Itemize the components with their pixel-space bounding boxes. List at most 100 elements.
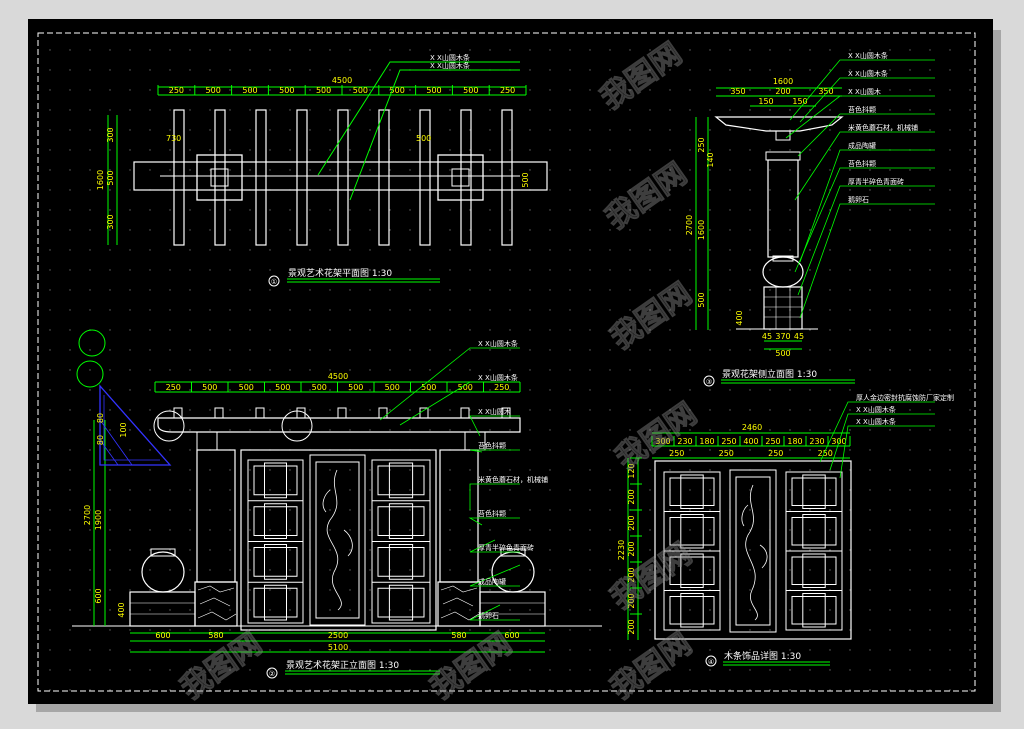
front-left-dim: 400 (117, 602, 126, 617)
dimension-label: 200 (627, 541, 636, 556)
triangle-dim: 100 (119, 422, 128, 437)
plan-slat (255, 109, 267, 246)
callout-label: X X山圆木 (478, 407, 511, 416)
front-bottom-dim: 580 (208, 631, 223, 640)
side-view-title: 景观花架侧立面图 1:30 (722, 368, 817, 380)
plan-slat (214, 109, 226, 246)
dimension-label: 500 (458, 383, 473, 392)
side-bottom-dim: 370 (775, 332, 790, 341)
dimension-label: 250 (768, 449, 783, 458)
plan-view-number: ① (271, 278, 277, 286)
plan-callout: X X山圆木条 (430, 53, 470, 62)
callout-label: 苔色抖颗 (478, 441, 506, 450)
plan-left-dim: 300 (106, 127, 115, 142)
dimension-label: 500 (239, 383, 254, 392)
side-left-dim: 400 (735, 310, 744, 325)
dimension-label: 500 (348, 383, 363, 392)
dimension-label: 200 (627, 619, 636, 634)
dimension-label: 250 (719, 449, 734, 458)
plan-inner-dim: 730 (166, 134, 181, 143)
plan-slat (378, 109, 390, 246)
dimension-label: 500 (421, 383, 436, 392)
front-left-dim: 600 (94, 588, 103, 603)
side-view: 1600 350 200 350 150 150 2700 250 140 16… (685, 51, 935, 387)
plan-slat (337, 109, 349, 246)
callout-label: 苔色抖颗 (848, 105, 876, 114)
dimension-label: 300 (655, 437, 670, 446)
plan-callout: X X山圆木条 (430, 61, 470, 70)
plan-slat (296, 109, 308, 246)
dimension-label: 180 (699, 437, 714, 446)
callout-label: X X山圆木条 (856, 417, 896, 426)
dimension-label: 500 (316, 86, 331, 95)
front-view-title: 景观艺术花架正立面图 1:30 (286, 659, 399, 671)
plan-right-dim: 500 (521, 172, 530, 187)
dimension-label: 500 (206, 86, 221, 95)
dimension-label: 400 (743, 437, 758, 446)
front-bottom-dim: 600 (504, 631, 519, 640)
plan-slat (501, 109, 513, 246)
front-left-dim: 1900 (94, 510, 103, 530)
callout-label: X X山圆木 (848, 87, 881, 96)
dimension-label: 250 (169, 86, 184, 95)
plan-slat (460, 109, 472, 246)
dimension-label: 250 (166, 383, 181, 392)
detail-view-number: ④ (708, 658, 714, 666)
dimension-label: 250 (669, 449, 684, 458)
detail-view-title: 木条饰品详图 1:30 (724, 650, 801, 662)
front-overall-dim: 4500 (328, 372, 348, 381)
dimension-label: 250 (721, 437, 736, 446)
callout-label: X X山圆木条 (856, 405, 896, 414)
dimension-label: 500 (279, 86, 294, 95)
front-bottom-dim: 580 (451, 631, 466, 640)
dimension-label: 500 (385, 383, 400, 392)
front-left-dim: 2700 (83, 505, 92, 525)
dimension-label: 500 (463, 86, 478, 95)
plan-left-dim: 500 (106, 170, 115, 185)
snap-grid (38, 33, 976, 691)
drawing-frame (37, 32, 976, 692)
callout-label: 鹅卵石 (478, 611, 499, 620)
callout-label: X X山圆木条 (478, 373, 518, 382)
dimension-label: 500 (426, 86, 441, 95)
side-top-dim2: 150 (792, 97, 807, 106)
side-bottom-dim: 45 (762, 332, 772, 341)
slat-end (255, 407, 265, 419)
dimension-label: 200 (627, 567, 636, 582)
dimension-label: 250 (494, 383, 509, 392)
callout-label: 米黄色蘑石材，机械铺 (848, 123, 918, 132)
dimension-label: 500 (202, 383, 217, 392)
callout-label: 鹅卵石 (848, 195, 869, 204)
triangle-dim: 80 (96, 413, 105, 423)
slat-end (173, 407, 183, 419)
plan-inner-dim: 500 (416, 134, 431, 143)
plan-slat (419, 109, 431, 246)
dimension-label: 200 (627, 593, 636, 608)
dimension-label: 250 (500, 86, 515, 95)
side-left-dim: 2700 (685, 215, 694, 235)
side-view-number: ③ (706, 378, 712, 386)
front-bottom-dim: 2500 (328, 631, 348, 640)
callout-label: 成品陶罐 (848, 141, 876, 150)
side-top-dim: 350 (818, 87, 833, 96)
dimension-label: 500 (242, 86, 257, 95)
dimension-label: 500 (275, 383, 290, 392)
side-top-dim: 200 (775, 87, 790, 96)
side-left-dim: 1600 (697, 220, 706, 240)
detail-left-dim: 2230 (617, 540, 626, 560)
plan-left-dim: 300 (106, 214, 115, 229)
sheet-shadow (993, 30, 1001, 712)
slat-end (460, 407, 470, 419)
dimension-label: 250 (818, 449, 833, 458)
callout-label: 苔色抖颗 (478, 509, 506, 518)
side-bottom-dim: 45 (794, 332, 804, 341)
